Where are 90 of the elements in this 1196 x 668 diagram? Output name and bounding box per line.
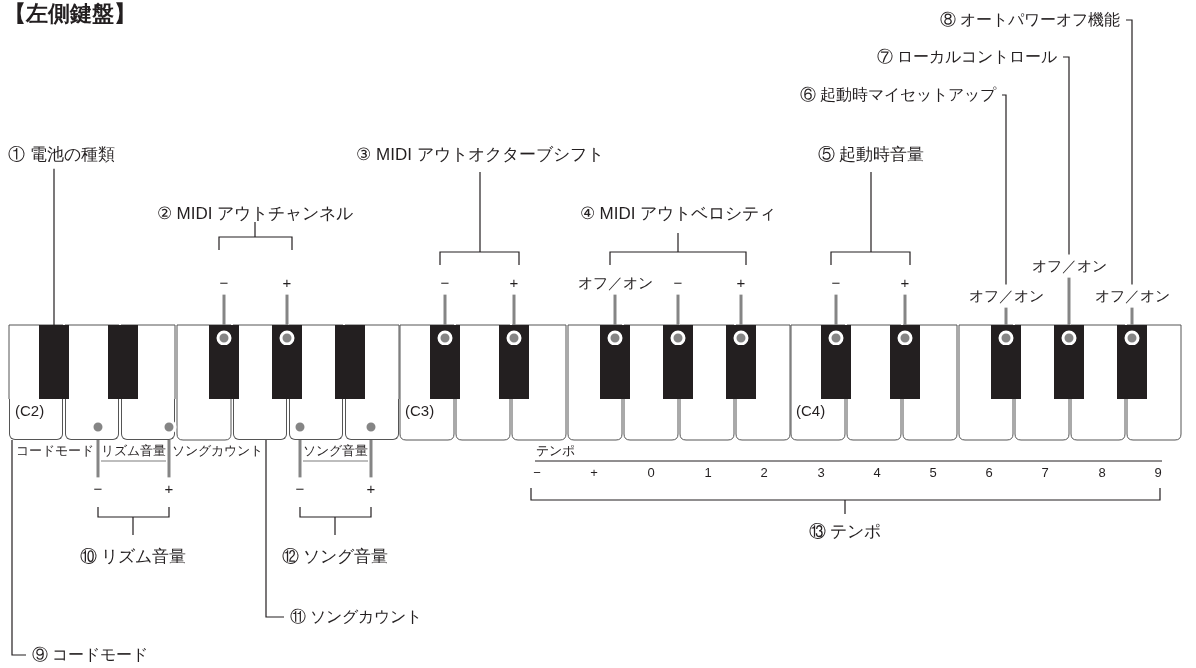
piano-key xyxy=(1117,325,1147,399)
leader-line xyxy=(90,419,106,478)
scale-number: 4 xyxy=(873,465,881,481)
scale-number: 2 xyxy=(760,465,768,481)
piano-key xyxy=(663,325,693,399)
piano-key xyxy=(121,399,175,440)
piano-key xyxy=(209,325,239,399)
scale-number: 6 xyxy=(985,465,993,481)
setting-label: − xyxy=(295,480,305,498)
callout-label: ⑤ 起動時音量 xyxy=(817,145,925,165)
callout-label: ④ MIDI アウトベロシティ xyxy=(579,204,777,224)
scale-number: 3 xyxy=(817,465,825,481)
key-label: リズム音量 xyxy=(101,443,166,459)
piano-key xyxy=(39,325,69,399)
leader-line xyxy=(161,419,177,478)
leader-line xyxy=(1001,94,1007,285)
leader-line xyxy=(265,439,285,618)
piano-key xyxy=(890,325,920,399)
leader-line xyxy=(1124,307,1140,346)
piano-key xyxy=(991,325,1021,399)
leader-line xyxy=(506,294,522,346)
leader-line xyxy=(897,294,913,346)
setting-label: オフ／オン xyxy=(968,287,1044,305)
key-label: ソング音量 xyxy=(303,443,368,459)
callout-label: ⑩ リズム音量 xyxy=(79,547,187,567)
callout-label: ⑧ オートパワーオフ機能 xyxy=(939,10,1120,30)
scale-number: 5 xyxy=(929,465,937,481)
leader-line xyxy=(1062,56,1070,255)
piano-key xyxy=(600,325,630,399)
setting-label: + xyxy=(282,274,292,292)
key-label: (C4) xyxy=(796,402,826,420)
setting-label: + xyxy=(736,274,746,292)
leader-line xyxy=(1125,19,1133,285)
setting-label: + xyxy=(509,274,519,292)
piano-key xyxy=(726,325,756,399)
callout-label: ③ MIDI アウトオクターブシフト xyxy=(356,145,604,165)
piano-key xyxy=(65,399,119,440)
leader-line xyxy=(437,294,453,346)
scale-number: 9 xyxy=(1154,465,1162,481)
setting-label: − xyxy=(831,274,841,292)
leader-line xyxy=(828,294,844,346)
scale-number: 0 xyxy=(647,465,655,481)
leader-line xyxy=(53,168,55,326)
setting-label: オフ／オン xyxy=(1031,257,1107,275)
callout-label: ⑥ 起動時マイセットアップ xyxy=(799,85,996,105)
scale-number: 1 xyxy=(704,465,712,481)
leader-line xyxy=(11,439,27,656)
callout-label: ⑦ ローカルコントロール xyxy=(876,47,1057,67)
title: 【左側鍵盤】 xyxy=(4,1,136,27)
piano-key xyxy=(430,325,460,399)
key-label: テンポ xyxy=(536,443,575,459)
setting-label: オフ／オン xyxy=(1094,287,1170,305)
setting-label: オフ／オン xyxy=(577,274,653,292)
piano-key xyxy=(1054,325,1084,399)
piano-key xyxy=(821,325,851,399)
setting-label: + xyxy=(900,274,910,292)
callout-label: ⑨ コードモード xyxy=(32,645,149,665)
callout-label: ⑬ テンポ xyxy=(808,522,882,542)
key-label: ソングカウント xyxy=(172,443,263,459)
piano-key xyxy=(499,325,529,399)
setting-label: + xyxy=(164,480,174,498)
piano-key xyxy=(233,399,287,440)
scale-number: 8 xyxy=(1098,465,1106,481)
leader-line xyxy=(279,294,295,346)
setting-label: + xyxy=(366,480,376,498)
callout-label: ⑫ ソング音量 xyxy=(281,547,389,567)
leader-line xyxy=(607,294,623,346)
leader-line xyxy=(670,294,686,346)
callout-label: ① 電池の種類 xyxy=(8,145,115,165)
setting-label: − xyxy=(93,480,103,498)
key-label: (C3) xyxy=(405,402,435,420)
leader-line xyxy=(363,419,379,478)
leader-line xyxy=(1061,277,1077,346)
callout-label: ⑪ ソングカウント xyxy=(290,607,423,627)
setting-label: − xyxy=(440,274,450,292)
callout-label: ② MIDI アウトチャンネル xyxy=(156,204,354,224)
key-label: コードモード xyxy=(16,443,94,459)
leader-line xyxy=(292,419,308,478)
scale-number: + xyxy=(590,465,598,481)
scale-number: − xyxy=(533,465,541,481)
setting-label: − xyxy=(219,274,229,292)
scale-number: 7 xyxy=(1041,465,1049,481)
leader-line xyxy=(733,294,749,346)
piano-key xyxy=(289,399,343,440)
leader-line xyxy=(998,307,1014,346)
piano-key: (C2) xyxy=(9,399,63,440)
setting-label: − xyxy=(673,274,683,292)
leader-line xyxy=(216,294,232,346)
piano-key xyxy=(345,399,399,440)
piano-key xyxy=(272,325,302,399)
